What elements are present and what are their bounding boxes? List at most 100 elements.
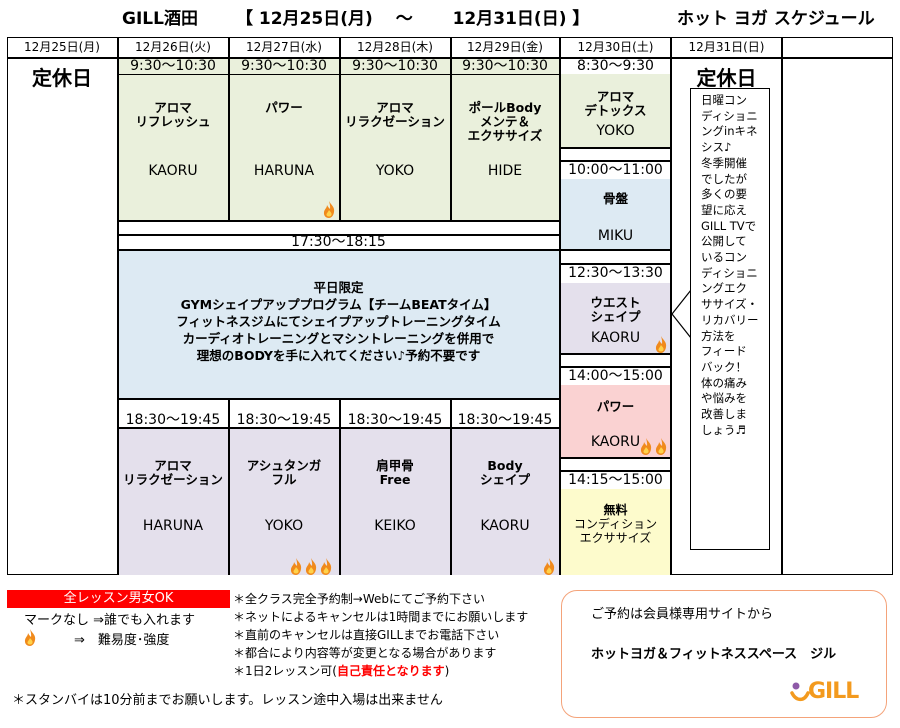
grid-line — [117, 37, 119, 575]
grid-line — [117, 234, 560, 236]
grid-line — [560, 353, 671, 355]
instructor: KAORU — [148, 163, 198, 179]
grid-line — [559, 37, 561, 575]
class-time: 8:30～9:30 — [577, 58, 654, 74]
instructor: HARUNA — [142, 518, 204, 534]
grid-line — [560, 249, 671, 251]
class-name: パワー — [265, 100, 303, 115]
day-header: 12月28日(木) — [357, 40, 433, 54]
cell-bg — [118, 428, 228, 575]
grid-line — [560, 470, 671, 472]
grid-line — [560, 263, 671, 265]
grid-line — [117, 398, 560, 400]
flame-icon — [640, 438, 652, 455]
cell-bg — [451, 58, 559, 220]
flame-icon — [543, 558, 555, 575]
standby-note: ＊スタンバイは10分前までお願いします。レッスン途中入場は出来ません — [12, 693, 443, 708]
class-time: 9:30～10:30 — [130, 58, 216, 74]
class-time: 18:30～19:45 — [347, 412, 443, 428]
grid-line — [117, 249, 560, 251]
grid-line — [450, 398, 452, 575]
class-time: 12:30～13:30 — [568, 265, 663, 281]
day-header: 12月26日(火) — [135, 40, 211, 54]
legend-flame: ⇒ 難易度･強度 — [74, 633, 170, 648]
instructor: YOKO — [264, 518, 304, 534]
class-time: 18:30～19:45 — [125, 412, 221, 428]
grid-line — [117, 74, 560, 75]
note-item: ＊全クラス完全予約制→Webにてご予約下さい — [233, 592, 485, 606]
cell-bg — [229, 58, 339, 220]
class-time: 9:30～10:30 — [462, 58, 548, 74]
grid-line — [117, 220, 560, 222]
class-time: 10:00～11:00 — [568, 162, 663, 178]
schedule-label: ホット ヨガ スケジュール — [677, 9, 875, 29]
class-time: 18:30～19:45 — [457, 412, 553, 428]
class-name: アロマデトックス — [584, 89, 647, 118]
cell-bg — [229, 428, 339, 575]
flame-icon — [320, 558, 332, 575]
grid-line — [339, 37, 341, 220]
grid-line — [560, 160, 671, 162]
instructor: KAORU — [590, 434, 641, 450]
class-name: ウエストシェイプ — [590, 295, 641, 324]
grid-line — [228, 37, 230, 220]
all-lessons-banner: 全レッスン男女OK — [7, 590, 230, 608]
grid-line — [560, 366, 671, 368]
grid-line — [228, 398, 230, 575]
flame-icon — [24, 629, 36, 646]
day-header: 12月30日(土) — [577, 40, 654, 54]
notes-list: ＊全クラス完全予約制→Webにてご予約下さい ＊ネットによるキャンセルは1時間ま… — [233, 590, 528, 680]
grid-line — [450, 37, 452, 220]
note-emphasis: 自己責任となります — [336, 664, 445, 678]
instructor: HARUNA — [253, 163, 315, 179]
instructor: MIKU — [597, 228, 634, 244]
class-name: パワー — [596, 399, 635, 414]
grid-line — [339, 398, 341, 575]
grid-line — [117, 427, 560, 429]
grid-line — [7, 57, 893, 59]
booking-line2: ホットヨガ＆フィットネススペース ジル — [591, 647, 837, 662]
flame-icon — [655, 336, 667, 353]
logo-text: GILL — [808, 679, 859, 704]
day-header: 12月29日(金) — [467, 40, 543, 54]
callout-pointer — [671, 288, 692, 340]
page-title: GILL酒田 【 12月25日(月) ～ 12月31日(日) 】 ホット ヨガ … — [0, 4, 900, 30]
class-name: アロマリフレッシュ — [135, 100, 211, 129]
instructor: YOKO — [375, 163, 415, 179]
banner-bg — [118, 250, 559, 398]
booking-box: ご予約は会員様専用サイトから ホットヨガ＆フィットネススペース ジル GILL — [561, 590, 887, 718]
class-name: 骨盤 — [602, 191, 628, 206]
day-header: 12月25日(月) — [24, 40, 100, 54]
flame-icon — [655, 438, 667, 455]
class-name: アロマリラクゼーション — [123, 458, 223, 487]
cell-bg — [561, 489, 670, 575]
cell-bg — [340, 58, 450, 220]
class-time: 14:15～15:00 — [568, 472, 663, 488]
class-time: 9:30～10:30 — [241, 58, 327, 74]
instructor: KEIKO — [374, 518, 416, 534]
day-header: 12月27日(水) — [246, 40, 322, 54]
booking-line1: ご予約は会員様専用サイトから — [591, 607, 774, 622]
class-name: アシュタンガフル — [246, 458, 322, 487]
date-range: 【 12月25日(月) ～ 12月31日(日) 】 — [236, 9, 590, 29]
instructor: KAORU — [480, 518, 530, 534]
closed-monday: 定休日 — [32, 66, 92, 90]
cell-bg — [340, 428, 450, 575]
instructor: HIDE — [487, 163, 523, 179]
cell-bg — [451, 428, 559, 575]
flame-icon — [290, 558, 302, 575]
banner-time: 17:30～18:15 — [291, 234, 386, 250]
instructor: KAORU — [590, 330, 641, 346]
grid-line — [781, 37, 783, 575]
gill-logo[interactable]: GILL — [790, 677, 870, 705]
day-header: 12月31日(日) — [688, 40, 765, 54]
cell-bg — [561, 179, 670, 249]
flame-icon — [305, 558, 317, 575]
class-name: 無料 コンディション エクササイズ — [573, 503, 658, 545]
closed-sunday: 定休日 — [696, 66, 757, 90]
grid-line — [560, 147, 671, 149]
flame-icon — [323, 201, 335, 218]
note-item: ＊ネットによるキャンセルは1時間までにお願いします — [233, 610, 529, 624]
